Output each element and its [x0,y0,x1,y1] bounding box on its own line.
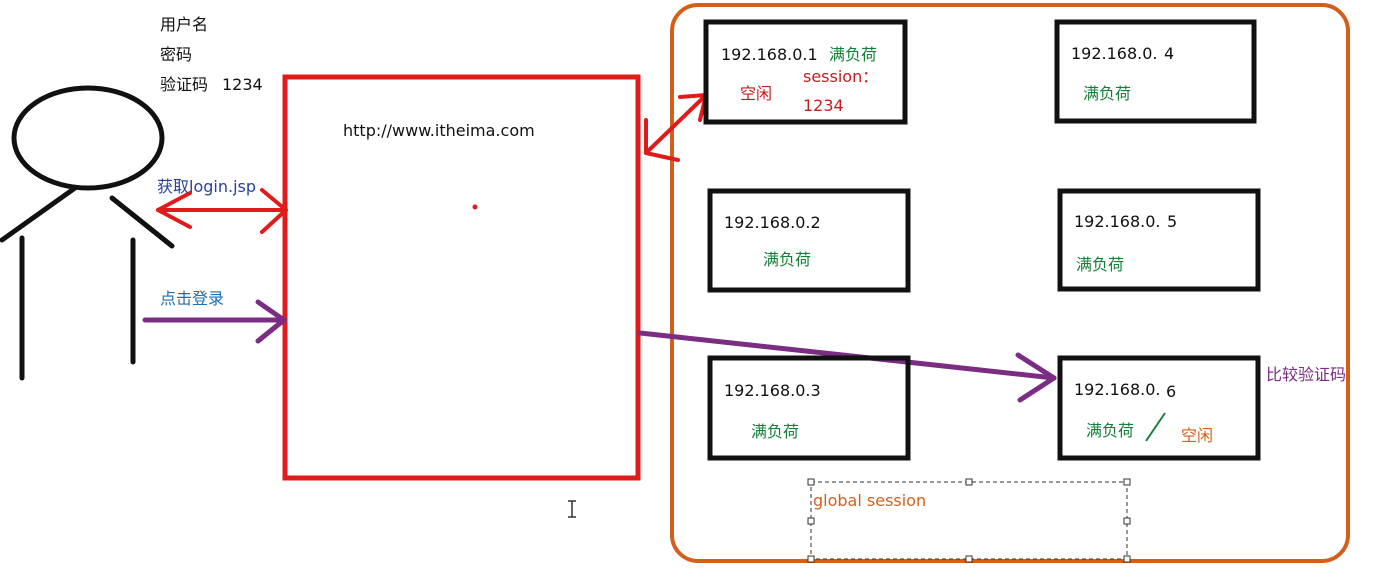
server-4: 192.168.0. 4 满负荷 [1054,19,1257,124]
compare-captcha-label: 比较验证码 [1266,365,1346,384]
server-2: 192.168.0.2 满负荷 [707,188,911,293]
server-5-status: 满负荷 [1076,255,1124,274]
captcha-label: 验证码 [160,75,208,94]
global-session-box: global session [807,478,1131,563]
user-stick-figure [0,85,175,381]
server-3-ip: 192.168.0.3 [724,381,821,400]
password-label: 密码 [160,45,192,64]
user-left-arm [0,185,78,243]
server-2-ip: 192.168.0.2 [724,213,821,232]
server-cluster [670,3,1350,563]
server-3-status: 满负荷 [751,422,799,441]
server-3: 192.168.0.3 满负荷 [707,355,911,461]
browser-server6-arrow [637,330,1057,403]
server-4-status: 满负荷 [1083,84,1131,103]
captcha-value: 1234 [222,75,263,94]
server-6-status: 满负荷 [1086,421,1134,440]
cursor-dot [472,204,478,210]
browser-url: http://www.itheima.com [343,121,535,140]
username-label: 用户名 [160,15,208,34]
server-1-idle: 空闲 [740,84,772,103]
server-6: 192.168.0. 6 满负荷 空闲 [1057,355,1261,461]
global-session-label: global session [813,491,926,510]
server-2-status: 满负荷 [763,250,811,269]
server-1: 192.168.0.1 满负荷 session： 1234 空闲 [703,19,908,125]
server-4-ip-suffix: 4 [1164,44,1174,63]
server-6-idle: 空闲 [1181,426,1213,445]
server-1-status: 满负荷 [829,45,877,64]
server-1-session-label: session： [803,67,878,86]
server-1-ip: 192.168.0.1 [721,45,818,64]
user-right-arm [109,195,175,249]
user-head [11,85,165,191]
text-cursor-icon [568,500,576,518]
server-6-ip-prefix: 192.168.0. [1074,380,1161,399]
server-5: 192.168.0. 5 满负荷 [1057,188,1261,292]
server-5-ip-prefix: 192.168.0. [1074,212,1161,231]
browser-server1-arrow [644,93,708,162]
get-login-label: 获取login.jsp [157,177,256,196]
get-login-arrow [156,188,288,234]
server-4-ip-prefix: 192.168.0. [1071,44,1158,63]
browser-window [282,74,641,481]
click-login-label: 点击登录 [160,289,224,308]
server-5-ip-suffix: 5 [1167,212,1177,231]
server-6-slash-mark [1145,412,1166,442]
server-1-session-value: 1234 [803,96,844,115]
click-login-arrow [142,299,287,344]
server-6-ip-suffix: 6 [1166,382,1176,401]
